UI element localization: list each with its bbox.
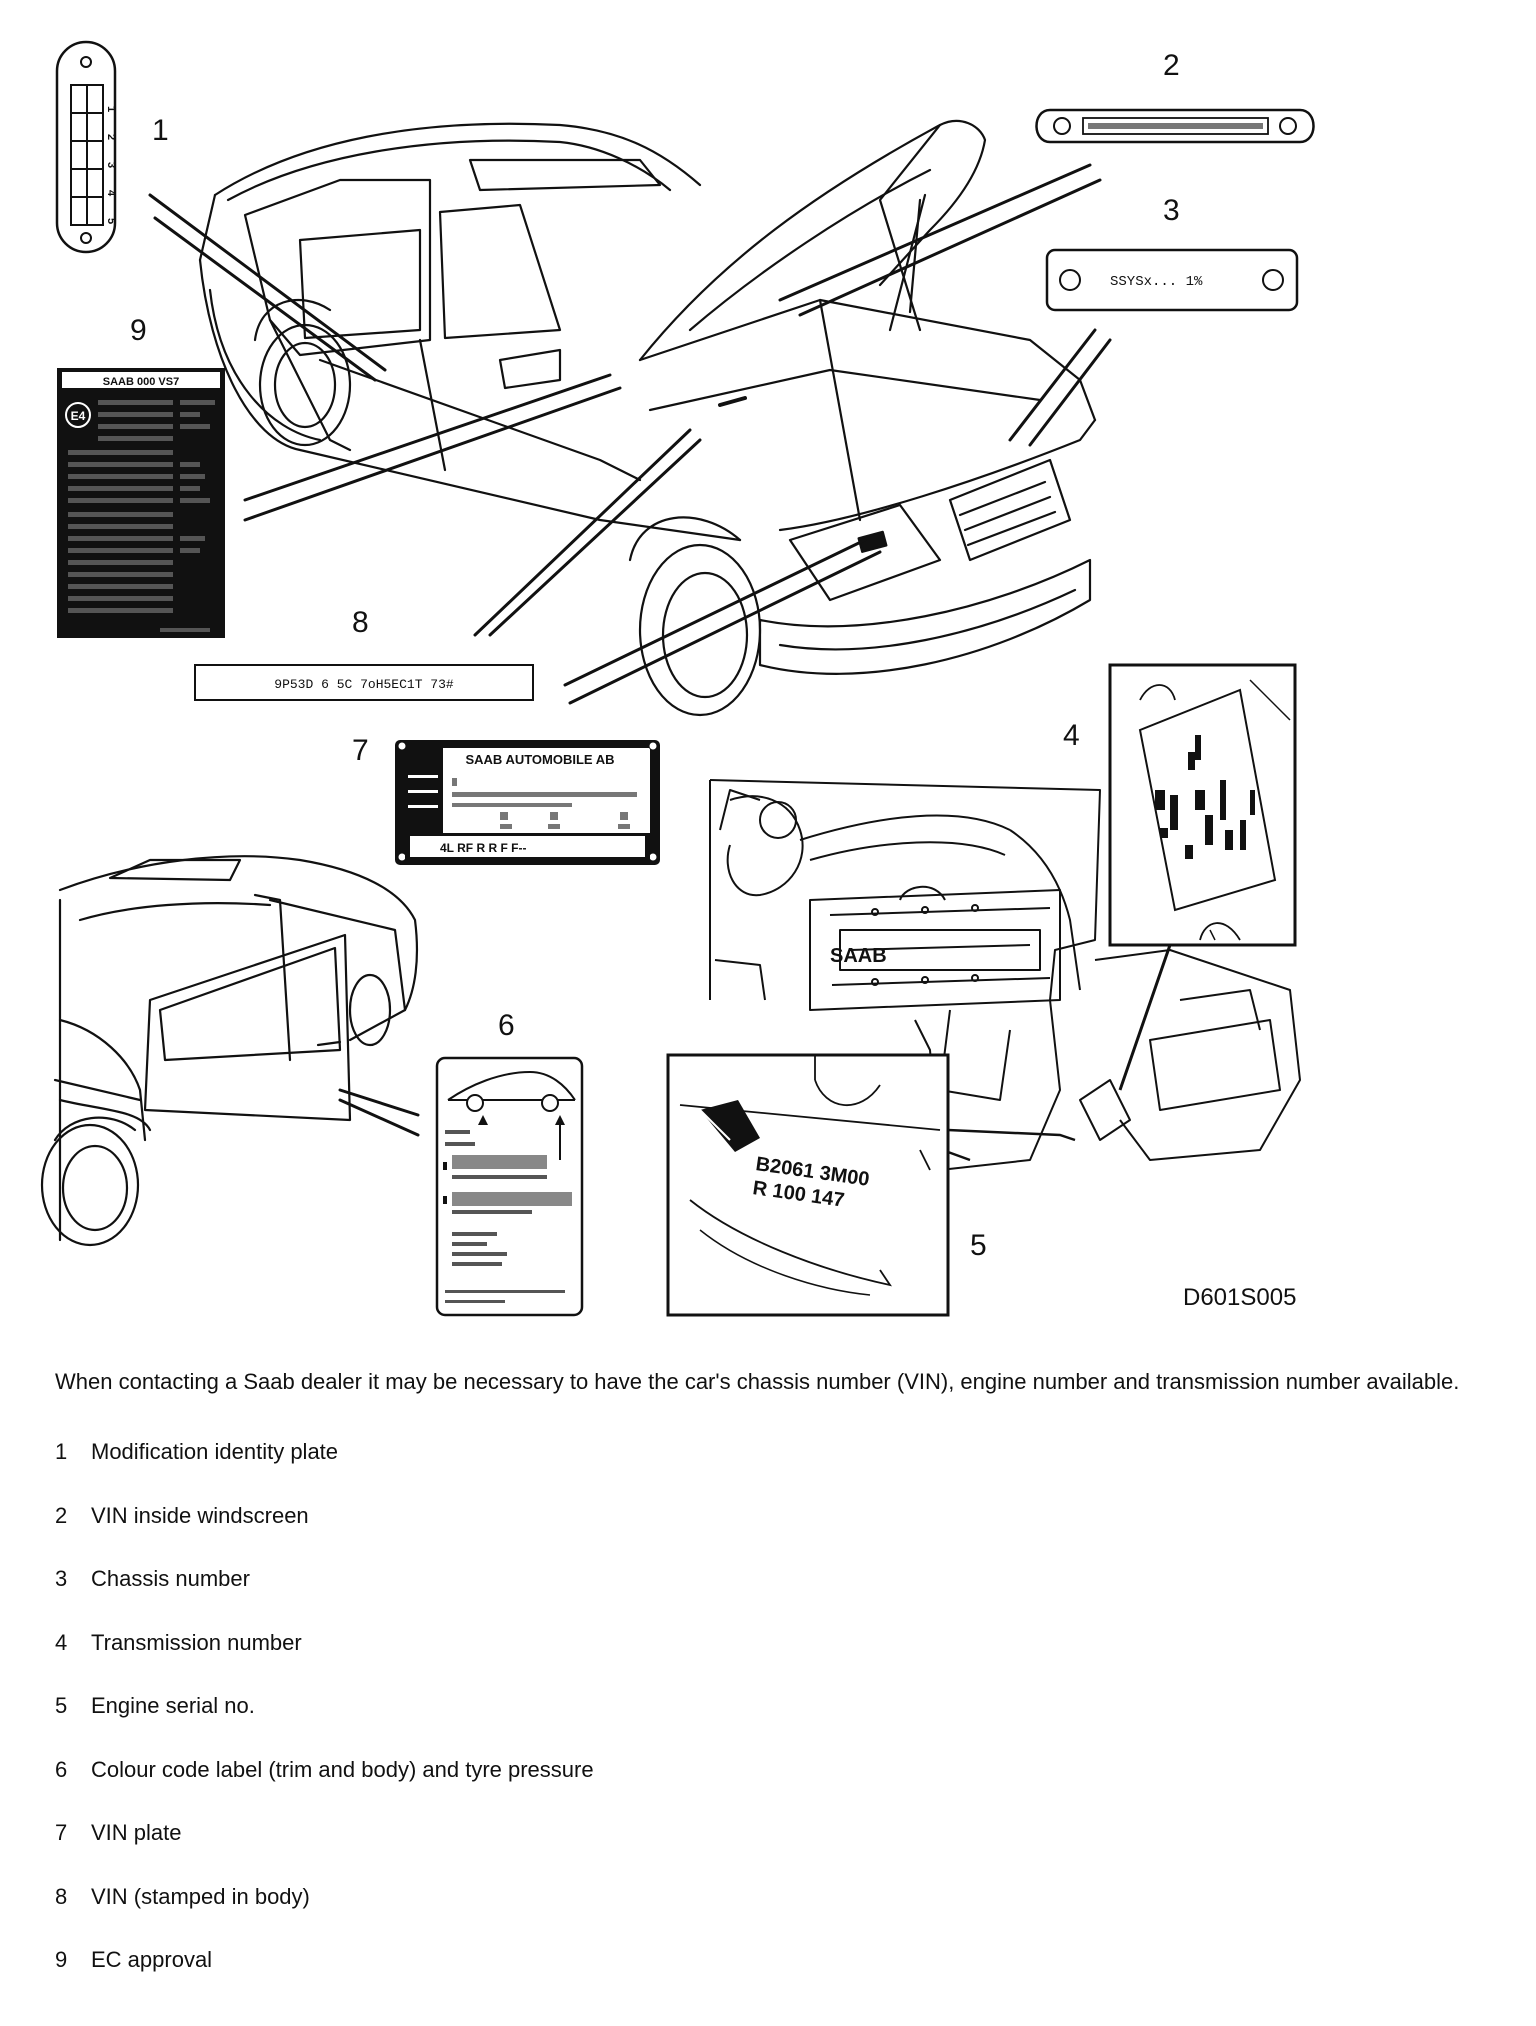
legend-label: Chassis number bbox=[91, 1566, 250, 1591]
leader-lines-5 bbox=[947, 1128, 1076, 1162]
intro-text: When contacting a Saab dealer it may be … bbox=[55, 1369, 1460, 1394]
leader-line-4 bbox=[1118, 944, 1172, 1091]
ec-label-badge: E4 bbox=[71, 409, 86, 423]
engine-serial-inset: B2061 3M00 R 100 147 bbox=[666, 1053, 950, 1317]
legend-label: VIN plate bbox=[91, 1820, 182, 1845]
legend-number: 1 bbox=[55, 1439, 68, 1464]
legend-label: Engine serial no. bbox=[91, 1693, 255, 1718]
legend-item: 1 Modification identity plate bbox=[55, 1438, 594, 1502]
leader-lines-top bbox=[148, 163, 1112, 705]
mod-plate-digit: 4 bbox=[105, 190, 117, 197]
ec-approval-label: SAAB 000 VS7 E4 bbox=[57, 368, 225, 638]
legend-number: 3 bbox=[55, 1566, 68, 1591]
legend-item: 3 Chassis number bbox=[55, 1565, 594, 1629]
transmission-number-inset bbox=[1108, 663, 1297, 947]
mod-plate-digit: 1 bbox=[105, 106, 117, 112]
legend-label: Transmission number bbox=[91, 1629, 302, 1655]
legend-number: 4 bbox=[55, 1629, 68, 1655]
callout-8: 8 bbox=[352, 606, 369, 639]
ec-label-title: SAAB 000 VS7 bbox=[103, 376, 179, 388]
legend-label: VIN (stamped in body) bbox=[91, 1883, 310, 1909]
mod-plate-digit: 2 bbox=[105, 134, 117, 140]
callout-3: 3 bbox=[1163, 194, 1180, 227]
legend-number: 2 bbox=[55, 1502, 68, 1528]
legend-number: 9 bbox=[55, 1947, 68, 1972]
car-rear-illustration bbox=[40, 855, 419, 1247]
mod-plate-digit: 5 bbox=[105, 218, 117, 224]
callout-2: 2 bbox=[1163, 49, 1180, 82]
legend-item: 2 VIN inside windscreen bbox=[55, 1502, 594, 1566]
mod-plate-digit: 3 bbox=[105, 162, 117, 168]
engine-bay-illustration bbox=[709, 779, 1301, 1171]
modification-identity-plate: 1 2 3 4 5 bbox=[55, 40, 117, 254]
vehicle-identification-diagram: 1 2 3 4 5 1 2 3 SSYSx... 1% 9 SAAB 000 V… bbox=[40, 40, 1315, 1317]
figure-code: D601S005 bbox=[1183, 1284, 1296, 1311]
vin-stamped-body: 9P53D 6 5C 7oH5EC1T 73# bbox=[194, 664, 534, 701]
callout-7: 7 bbox=[352, 734, 369, 767]
legend-item: 5 Engine serial no. bbox=[55, 1692, 594, 1756]
legend-number: 8 bbox=[55, 1883, 68, 1909]
legend-number: 5 bbox=[55, 1693, 68, 1718]
legend-label: VIN inside windscreen bbox=[91, 1502, 309, 1528]
vin-plate-title: SAAB AUTOMOBILE AB bbox=[465, 752, 614, 767]
chassis-plate-text: SSYSx... 1% bbox=[1110, 274, 1203, 290]
legend-number: 7 bbox=[55, 1820, 68, 1845]
vin-stamp-text: 9P53D 6 5C 7oH5EC1T 73# bbox=[274, 677, 454, 692]
leader-lines-door bbox=[338, 1088, 420, 1137]
vin-plate-footer: 4L RF R R F F-- bbox=[440, 841, 526, 855]
callout-9: 9 bbox=[130, 314, 147, 347]
legend-item: 6 Colour code label (trim and body) and t… bbox=[55, 1756, 594, 1820]
legend-label: Colour code label (trim and body) and ty… bbox=[91, 1756, 594, 1782]
callout-4: 4 bbox=[1063, 719, 1080, 752]
legend-item: 9 EC approval bbox=[55, 1946, 594, 2010]
callout-6: 6 bbox=[498, 1009, 515, 1042]
vin-windscreen-plate bbox=[1035, 108, 1315, 144]
legend-label: Modification identity plate bbox=[91, 1439, 339, 1464]
legend-list: 1 Modification identity plate 2 VIN inside… bbox=[55, 1438, 594, 2010]
callout-5: 5 bbox=[970, 1229, 987, 1262]
legend-item: 7 VIN plate bbox=[55, 1819, 594, 1883]
legend-number: 6 bbox=[55, 1756, 68, 1782]
legend-label: EC approval bbox=[91, 1947, 213, 1972]
car-front-illustration bbox=[198, 119, 1097, 717]
chassis-number-plate: SSYSx... 1% bbox=[1045, 248, 1299, 312]
callout-1: 1 bbox=[152, 114, 169, 147]
vin-plate: SAAB AUTOMOBILE AB 4L RF R R F F-- bbox=[395, 740, 660, 865]
engine-brand-text: SAAB bbox=[830, 945, 887, 967]
colour-code-tyre-label bbox=[435, 1056, 584, 1317]
legend-item: 8 VIN (stamped in body) bbox=[55, 1883, 594, 1947]
legend-item: 4 Transmission number bbox=[55, 1629, 594, 1693]
